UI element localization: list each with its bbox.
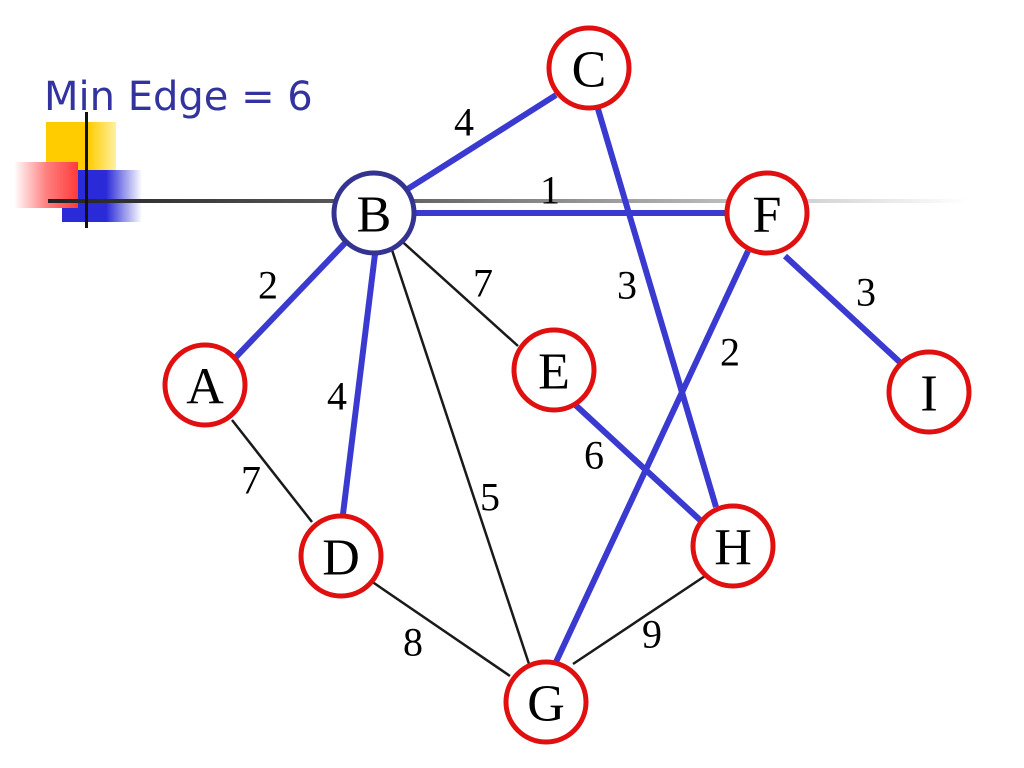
node-c[interactable]: C <box>546 25 632 111</box>
node-circle-e <box>511 327 597 413</box>
edge-b-d <box>340 253 378 515</box>
node-label-f: F <box>753 187 782 244</box>
node-label-i: I <box>920 366 937 423</box>
edge-weight-b-e: 7 <box>473 261 493 306</box>
edge-weight-b-f: 1 <box>540 168 560 213</box>
deco-horizontal-rule <box>48 199 968 203</box>
node-i[interactable]: I <box>886 349 972 435</box>
edge-weight-d-g: 8 <box>403 620 423 665</box>
slide-title: Min Edge = 6 <box>44 74 313 120</box>
node-a[interactable]: A <box>162 342 248 428</box>
edge-a-d <box>231 419 313 523</box>
edge-weight-b-g: 5 <box>480 475 500 520</box>
edge-f-i <box>782 253 907 369</box>
edge-weight-c-h: 3 <box>617 263 637 308</box>
node-label-h: H <box>714 520 752 577</box>
edge-weight-b-d: 4 <box>327 374 347 419</box>
edge-b-e <box>395 235 519 347</box>
edge-b-a <box>233 238 350 360</box>
node-g[interactable]: G <box>503 659 589 745</box>
edge-f-g <box>553 249 751 664</box>
edge-weight-f-g: 2 <box>720 330 740 375</box>
node-b[interactable]: B <box>331 170 417 256</box>
edge-g-h <box>572 574 706 666</box>
edge-weight-e-h: 6 <box>584 433 604 478</box>
deco-vertical-rule <box>85 112 88 228</box>
node-circle-a <box>162 342 248 428</box>
edge-weights-layer: 4 1 2 4 7 5 3 2 3 7 6 8 9 <box>241 100 876 665</box>
edge-weight-f-i: 3 <box>856 270 876 315</box>
edge-b-c <box>404 92 558 193</box>
node-circle-i <box>886 349 972 435</box>
node-label-a: A <box>186 359 224 416</box>
node-label-b: B <box>357 187 392 244</box>
node-circle-g <box>503 659 589 745</box>
node-label-d: D <box>322 530 360 587</box>
node-d[interactable]: D <box>298 513 384 599</box>
node-circle-h <box>690 503 776 589</box>
edge-c-h <box>595 108 719 508</box>
edges-layer <box>231 92 907 678</box>
node-h[interactable]: H <box>690 503 776 589</box>
node-f[interactable]: F <box>724 170 810 256</box>
node-circle-b <box>331 170 417 256</box>
edge-weight-a-d: 7 <box>241 458 261 503</box>
edge-b-g <box>390 249 531 665</box>
node-label-g: G <box>527 676 565 733</box>
edge-weight-b-a: 2 <box>258 263 278 308</box>
node-e[interactable]: E <box>511 327 597 413</box>
edge-e-h <box>567 397 703 523</box>
node-circle-d <box>298 513 384 599</box>
edge-weight-g-h: 9 <box>642 612 662 657</box>
edge-weight-b-c: 4 <box>454 100 474 145</box>
node-circle-f <box>724 170 810 256</box>
nodes-layer: A B C D E F G H I <box>162 25 972 745</box>
node-label-e: E <box>538 344 570 401</box>
node-circle-c <box>546 25 632 111</box>
edge-d-g <box>370 579 511 678</box>
node-label-c: C <box>572 42 607 99</box>
